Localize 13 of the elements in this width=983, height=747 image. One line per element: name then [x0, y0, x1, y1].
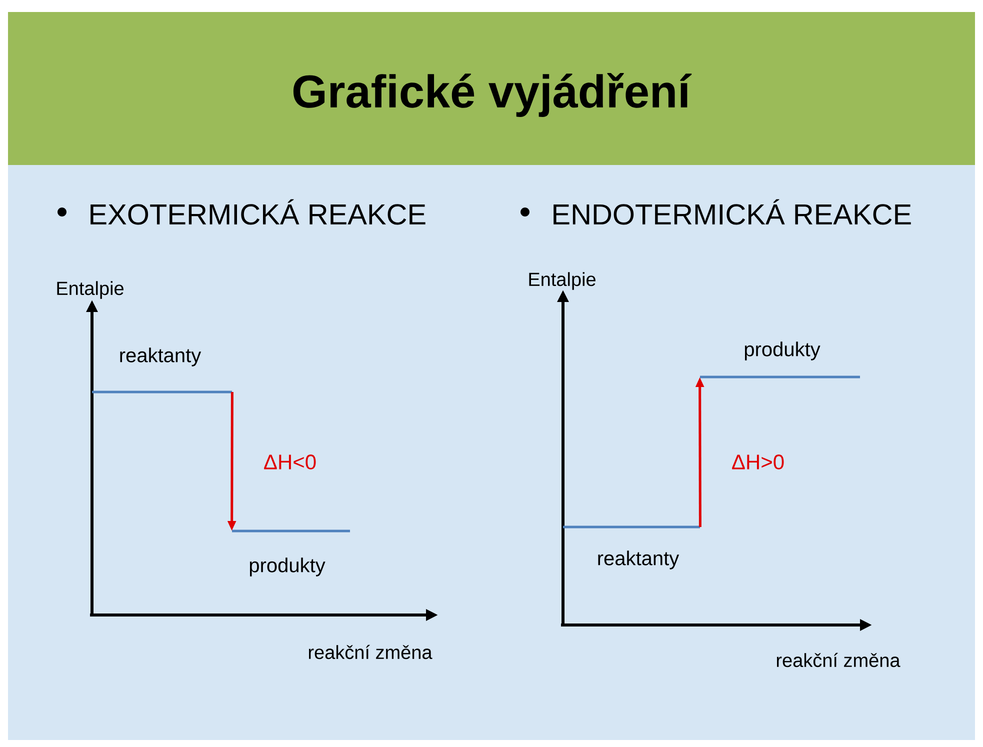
axis-label: reakční změna — [308, 644, 432, 660]
section-heading: EXOTERMICKÁ REAKCE — [90, 199, 426, 225]
title-banner: Grafické vyjádření — [8, 12, 975, 165]
axis-label: Entalpie — [529, 272, 596, 290]
level-label: reaktanty — [120, 348, 202, 366]
axis-label: Entalpie — [57, 281, 124, 299]
level-label: produkty — [250, 558, 326, 576]
axis-label: reakční změna — [776, 652, 900, 668]
edge-label: ΔH<0 — [264, 454, 316, 470]
edge-label: ΔH>0 — [732, 454, 784, 470]
level-label: produkty — [744, 342, 820, 360]
level-label: reaktanty — [598, 550, 680, 570]
section-heading: ENDOTERMICKÁ REAKCE — [554, 199, 911, 225]
